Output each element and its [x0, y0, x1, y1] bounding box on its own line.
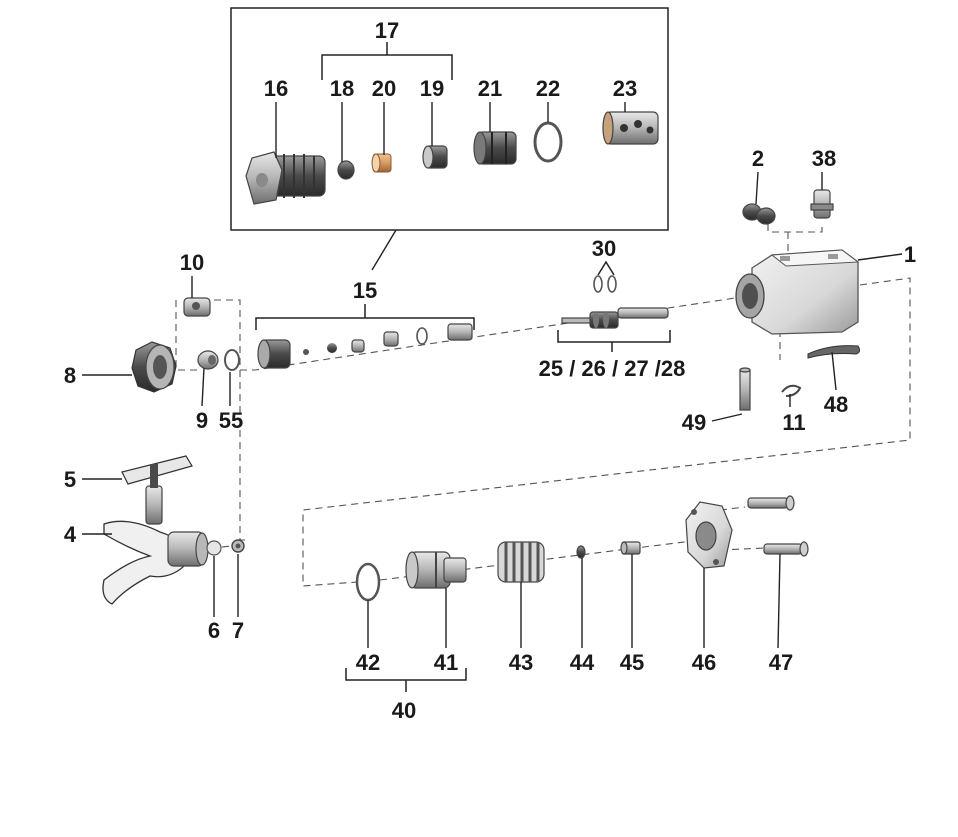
callout-4: 4	[64, 522, 77, 547]
callout-49: 49	[682, 410, 706, 435]
part-46-end-cap	[685, 501, 733, 569]
part-41-piston	[405, 551, 467, 589]
callout-38: 38	[812, 146, 836, 171]
part-55-o-ring	[224, 349, 240, 371]
part-48-clip	[807, 345, 861, 359]
bracket-30	[597, 260, 615, 276]
callout-23: 23	[613, 76, 637, 101]
bracket-25	[557, 330, 671, 352]
part-47-bolts	[747, 495, 809, 557]
part-44-washer	[576, 545, 586, 559]
callout-9: 9	[196, 408, 208, 433]
inset-leader	[371, 229, 397, 271]
part-38-fitting	[810, 189, 834, 219]
callout-1: 1	[904, 242, 916, 267]
callout-20: 20	[372, 76, 396, 101]
part-20-spacer	[371, 153, 392, 173]
part-43-spring	[497, 541, 545, 583]
callout-8: 8	[64, 363, 76, 388]
callout-43: 43	[509, 650, 533, 675]
callout-47: 47	[769, 650, 793, 675]
callout-44: 44	[570, 650, 595, 675]
callout-40: 40	[392, 698, 416, 723]
part-9-diffuser	[197, 350, 219, 370]
callout-22: 22	[536, 76, 560, 101]
callout-19: 19	[420, 76, 444, 101]
part-16-housing	[245, 151, 326, 205]
callout-46: 46	[692, 650, 716, 675]
callout-labels: 17 16 18 20 19 21 22 23 2 38 1 30 10 15 …	[64, 18, 916, 723]
bracket-15	[255, 304, 475, 330]
part-10-fitting	[183, 297, 211, 317]
part-7-gasket	[231, 539, 245, 553]
part-1-gun-body	[735, 249, 903, 335]
part-18-ball	[337, 160, 355, 180]
part-6-seal	[206, 540, 222, 556]
part-42-o-ring	[355, 562, 381, 602]
bracket-40	[345, 668, 467, 692]
part-2-caps	[742, 203, 776, 225]
callout-2: 2	[752, 146, 764, 171]
callout-5: 5	[64, 467, 76, 492]
callout-42: 42	[356, 650, 380, 675]
callout-45: 45	[620, 650, 644, 675]
callout-41: 41	[434, 650, 458, 675]
callout-11: 11	[782, 410, 805, 435]
part-5-spray-tip	[121, 455, 193, 525]
part-49-pin	[739, 367, 751, 411]
callout-7: 7	[232, 618, 244, 643]
callout-55: 55	[219, 408, 243, 433]
callout-25-28: 25 / 26 / 27 /28	[539, 356, 686, 381]
callout-6: 6	[208, 618, 220, 643]
leader-lines	[82, 102, 837, 649]
part-15-line-up	[257, 323, 473, 369]
callout-18: 18	[330, 76, 354, 101]
part-21-retainer	[473, 131, 517, 165]
bracket-17	[321, 42, 453, 80]
part-4-tip-guard	[102, 520, 209, 605]
part-11-clip	[781, 384, 802, 397]
callout-10: 10	[180, 250, 204, 275]
part-23-cage	[602, 111, 659, 145]
callout-17: 17	[375, 18, 399, 43]
callout-15: 15	[353, 278, 377, 303]
part-45-plunger	[620, 541, 641, 555]
callout-16: 16	[264, 76, 288, 101]
callout-48: 48	[824, 392, 848, 417]
part-19-seat	[422, 145, 448, 169]
inset-box	[230, 7, 669, 231]
callout-21: 21	[478, 76, 502, 101]
part-22-o-ring	[533, 121, 563, 163]
part-8-nut	[131, 341, 177, 393]
part-30-o-rings	[593, 275, 617, 293]
part-25-needle-assembly	[561, 307, 669, 329]
callout-30: 30	[592, 236, 616, 261]
